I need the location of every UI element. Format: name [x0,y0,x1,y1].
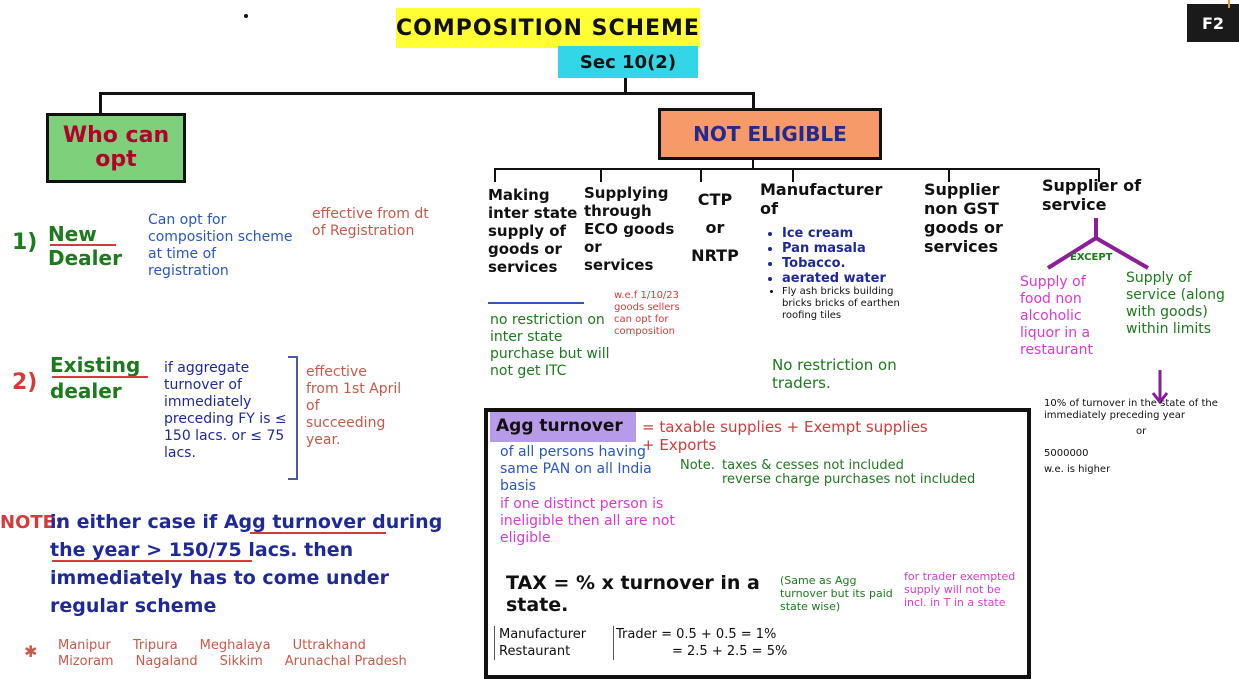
rate-label: Manufacturer [499,627,587,642]
service-branch-lines [1046,218,1149,270]
state-name: Manipur [58,638,111,653]
state-name: Meghalaya [199,638,271,653]
note-text: in either case if Agg turnover during th… [50,511,443,617]
item1-number: 1) [12,230,38,255]
new-dealer-desc: Can opt for composition scheme at time o… [148,212,293,279]
states-mark: ✱ [24,642,38,661]
page-tag: F2 [1187,4,1239,42]
manufacturer-item: Tobacco. [782,256,904,271]
category-interstate-underline [488,302,584,304]
existing-dealer-label: Existing dealer [50,353,141,403]
service-limits-list: 10% of turnover in the state of the imme… [1044,398,1239,476]
agg-note-2: reverse charge purchases not included [722,472,976,487]
new-dealer-label: New Dealer [48,222,122,270]
manufacturer-item: aerated water [782,271,904,286]
category-drop-4 [792,168,794,182]
diagram-title: COMPOSITION SCHEME [396,8,700,48]
manufacturer-item: Pan masala [782,241,904,256]
limit-item: 10% of turnover in the state of the imme… [1044,398,1218,421]
agg-turnover-desc: of all persons having same PAN on all In… [500,444,652,494]
left-drop-line [99,92,102,114]
tax-formula: TAX = % x turnover in a state. [506,572,760,616]
category-interstate-title: Making inter state supply of goods or se… [488,186,578,276]
existing-dealer-underline [52,376,148,378]
service-branch-limits: Supply of service (along with goods) wit… [1126,270,1225,337]
state-name: Uttrakhand [292,638,366,653]
existing-dealer-effect: effective from 1st April of succeeding y… [306,364,402,448]
manufacturer-item: Ice cream [782,226,904,241]
down-arrow-icon [1151,370,1169,405]
limit-item: 5000000 [1044,448,1089,459]
corner-mark [1228,0,1230,8]
agg-turnover-label-bg [490,412,636,442]
note-underline-2 [52,560,252,562]
states-list: Manipur Tripura Meghalaya Uttrakhand Miz… [58,638,478,670]
existing-dealer-bracket [288,356,298,480]
agg-note-1: taxes & cesses not included [722,458,904,473]
note-prefix: NOTE: [0,512,63,533]
agg-turnover-ineligible-note: if one distinct person is ineligible the… [500,496,675,546]
item2-number: 2) [12,370,38,395]
category-drop-3 [700,168,702,182]
category-eco-title: Supplying through ECO goods or services [584,184,675,274]
service-branch-restaurant: Supply of food non alcoholic liquor in a… [1020,274,1093,358]
rate-value: Trader = 0.5 + 0.5 = 1% [616,627,777,642]
category-non-gst-title: Supplier non GST goods or services [924,180,1003,256]
agg-turnover-formula: = taxable supplies + Exempt supplies + E… [642,418,928,454]
tax-note-green: (Same as Agg turnover but its paid state… [780,574,893,613]
section-label: Sec 10(2) [558,46,698,78]
category-manufacturer-note: No restriction on traders. [772,356,897,392]
limit-item: or [1136,426,1147,437]
top-branch-line [99,92,755,95]
category-drop-1 [494,168,496,182]
tax-note-pink: for trader exempted supply will not be i… [904,570,1016,609]
rates-values: Trader = 0.5 + 0.5 = 1% = 2.5 + 2.5 = 5% [616,626,856,660]
category-drop-2 [600,168,602,182]
state-name: Nagaland [135,654,198,669]
trunk-line [624,78,627,94]
right-drop-line [752,92,755,109]
category-drop-6 [1098,168,1100,182]
state-name: Arunachal Pradesh [284,654,407,669]
note-underline-1 [250,532,386,534]
agg-turnover-label: Agg turnover [496,416,623,436]
rates-left-labels: Manufacturer Restaurant [494,626,614,660]
dot-mark [244,14,248,18]
category-drop-5 [948,168,950,182]
service-except-label: EXCEPT [1070,252,1113,263]
agg-turnover-box [484,408,1031,679]
rate-value: = 2.5 + 2.5 = 5% [672,644,788,659]
new-dealer-underline [50,244,116,246]
manufacturer-item: Fly ash bricks building bricks bricks of… [782,286,904,322]
category-ctp-title: CTP or NRTP [691,190,739,265]
category-branch-line [494,168,1100,170]
existing-dealer-desc: if aggregate turnover of immediately pre… [164,360,287,461]
category-manufacturer-title: Manufacturer of [760,180,883,218]
state-name: Mizoram [58,654,114,669]
not-eligible-box: NOT ELIGIBLE [658,108,882,160]
state-name: Tripura [132,638,178,653]
who-can-opt-box: Who can opt [46,113,186,183]
category-service-title: Supplier of service [1042,176,1142,214]
limit-item: w.e. is higher [1044,464,1111,475]
category-stem-line [752,160,754,170]
category-interstate-note: no restriction on inter state purchase b… [490,312,610,379]
manufacturer-items: Ice cream Pan masala Tobacco. aerated wa… [768,226,904,322]
agg-note-label: Note. [680,458,715,473]
state-name: Sikkim [219,654,263,669]
new-dealer-effect: effective from dt of Registration [312,206,429,239]
category-eco-note: w.e.f 1/10/23 goods sellers can opt for … [614,290,680,337]
rate-label: Restaurant [499,644,571,659]
